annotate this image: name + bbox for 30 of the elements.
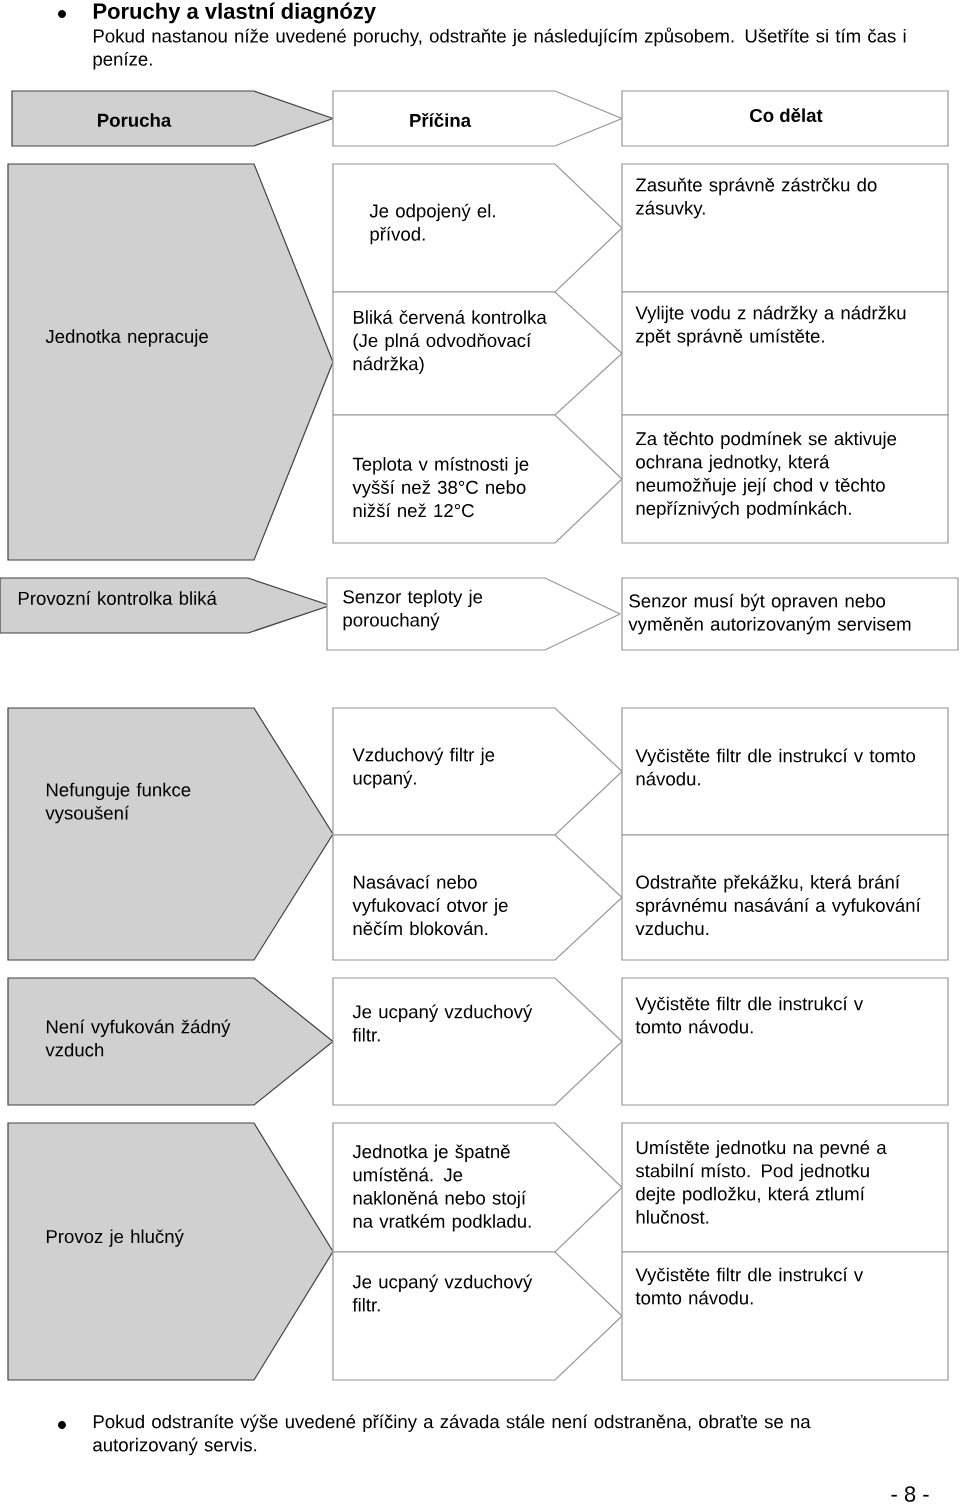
chevron-box: Bliká červená kontrolka (Je plná odvodňovací nádržka) <box>332 291 623 416</box>
chevron-box: Je odpojený el. přívod. <box>332 163 623 293</box>
page-number: - 8 - <box>891 1486 929 1502</box>
text-box: Vyčistěte filtr dle instrukcí v tomto návodu. <box>621 977 949 1106</box>
header-chevron-box: Porucha <box>11 90 335 147</box>
text-box: Vylijte vodu z nádržky a nádržku zpět správně umístěte. <box>621 291 949 416</box>
paragraph: Pokud odstraníte výše uvedené příčiny a závada stále není odstraněna, obraťte se na autorizovaný servis. <box>93 1414 811 1456</box>
chevron-box: Senzor teploty je porouchaný <box>326 577 622 651</box>
header-chevron-box: Příčina <box>332 90 624 147</box>
chevron-box: Teplota v místnosti je vyšší než 38°C nebo nižší než 12°C <box>332 414 623 544</box>
text-box: Umístěte jednotku na pevné a stabilní místo. Pod jednotku dejte podložku, která ztlumí hlučnost. <box>621 1122 949 1253</box>
chevron-box: Nasávací nebo vyfukovací otvor je něčím blokován. <box>332 834 623 961</box>
text-box: Vyčistěte filtr dle instrukcí v tomto návodu. <box>621 1251 949 1381</box>
text-box: Odstraňte překážku, která brání správnému nasávání a vyfukování vzduchu. <box>621 834 949 961</box>
chevron-box: Je ucpaný vzduchový filtr. <box>332 1251 623 1381</box>
header-text-box: Co dělat <box>621 90 949 147</box>
text-box: Vyčistěte filtr dle instrukcí v tomto návodu. <box>621 707 949 836</box>
heading: Poruchy a vlastní diagnózy <box>93 2 376 24</box>
paragraph: Pokud nastanou níže uvedené poruchy, odstraňte je následujícím způsobem. Ušetříte si tím čas i peníze. <box>93 27 906 70</box>
chevron-box: Není vyfukován žádný vzduch <box>7 977 334 1106</box>
chevron-box: Jednotka je špatně umístěná. Je nakloněná nebo stojí na vratkém podkladu. <box>332 1122 623 1253</box>
chevron-box: Nefunguje funkce vysoušení <box>7 707 334 961</box>
text-box: Za těchto podmínek se aktivuje ochrana jednotky, která neumožňuje její chod v těchto nepříznivých podmínkách. <box>621 414 949 544</box>
text-box: Senzor musí být opraven nebo vyměněn autorizovaným servisem <box>621 577 959 651</box>
chevron-box: Je ucpaný vzduchový filtr. <box>332 977 623 1106</box>
chevron-box: Provoz je hlučný <box>7 1122 334 1381</box>
chevron-box: Vzduchový filtr je ucpaný. <box>332 707 623 836</box>
chevron-box: Jednotka nepracuje <box>7 163 334 561</box>
text-box: Zasuňte správně zástrčku do zásuvky. <box>621 163 949 293</box>
chevron-box: Provozní kontrolka bliká <box>0 577 332 634</box>
